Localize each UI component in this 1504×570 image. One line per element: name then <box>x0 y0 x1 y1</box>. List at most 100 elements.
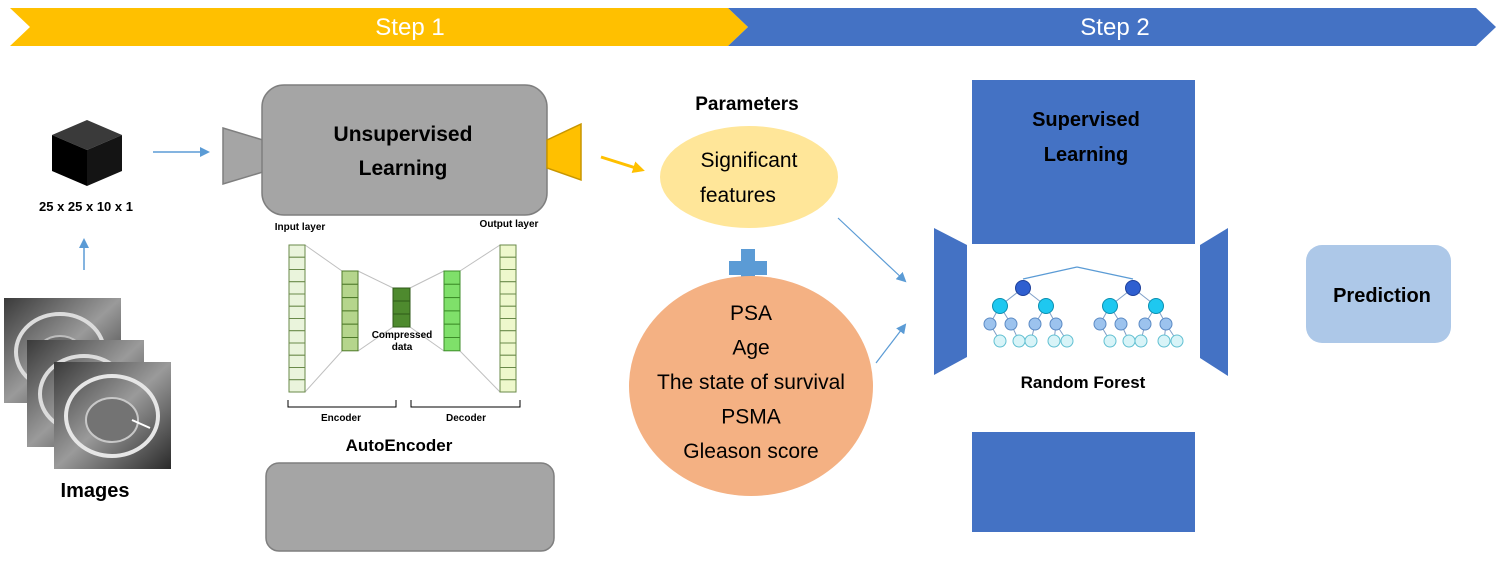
output-layer-node <box>499 244 517 258</box>
tree-node <box>1102 298 1118 314</box>
autoencoder-caption: AutoEncoder <box>346 436 453 455</box>
prediction-box <box>1306 245 1451 343</box>
output-layer-node <box>499 379 517 393</box>
step1-banner <box>10 8 748 46</box>
supervised-left-flap <box>934 228 967 375</box>
tree-node <box>993 334 1007 348</box>
tree-node <box>1125 280 1141 296</box>
camera-base <box>265 462 555 552</box>
tree-node <box>983 317 997 331</box>
input-layer-node <box>288 354 306 368</box>
encoder-layer-node <box>341 310 359 325</box>
input-layer-label: Input layer <box>275 222 326 233</box>
decoder-bracket <box>410 400 521 408</box>
tree-node <box>1024 334 1038 348</box>
decoder-layer-node <box>443 270 461 285</box>
camera-right-cone <box>546 122 582 182</box>
compressed-layer-node <box>392 287 411 302</box>
tree-node <box>1049 317 1063 331</box>
encoder-layer-node <box>341 337 359 352</box>
camera-body <box>261 84 548 216</box>
tree-node <box>992 298 1008 314</box>
output-layer-node <box>499 342 517 356</box>
output-layer-node <box>499 305 517 319</box>
arrow-autoencoder-to-features <box>600 155 645 173</box>
tree-node <box>1148 298 1164 314</box>
decoder-layer-node <box>443 297 461 312</box>
decoder-layer-node <box>443 283 461 299</box>
output-layer-node <box>499 256 517 270</box>
input-layer-node <box>288 367 306 381</box>
output-layer-node <box>499 281 517 295</box>
compressed-label-line1: Compressed <box>372 330 433 341</box>
encoder-layer-node <box>341 297 359 312</box>
input-layer-node <box>288 379 306 393</box>
clinical-parameter: Age <box>732 337 769 360</box>
arrow-clinical-to-supervised <box>875 323 907 364</box>
clinical-parameter: PSMA <box>721 406 781 429</box>
significant-features-line1: Significant <box>701 149 798 172</box>
autoencoder-network: Input layer Output layer Compressed data… <box>275 219 539 455</box>
random-forest-panel <box>972 244 1195 432</box>
output-layer-node <box>499 318 517 332</box>
supervised-right-flap <box>1200 228 1228 376</box>
supervised-title-line2: Learning <box>1044 144 1128 166</box>
significant-features-line2: features <box>700 184 776 207</box>
tree-node <box>1038 298 1054 314</box>
input-layer-node <box>288 244 306 258</box>
unsupervised-title-line2: Learning <box>359 157 448 180</box>
tree-node <box>1093 317 1107 331</box>
output-layer-node <box>499 293 517 307</box>
output-layer-node <box>499 269 517 283</box>
tree-node <box>1047 334 1061 348</box>
input-layer-nodes <box>288 244 306 393</box>
encoder-layer-nodes <box>341 270 359 352</box>
tree-node <box>1134 334 1148 348</box>
output-layer-node <box>499 354 517 368</box>
decoder-layer-nodes <box>443 270 461 352</box>
encoder-bracket <box>287 400 397 408</box>
mri-image-stack <box>4 298 171 469</box>
step2-banner <box>728 8 1496 46</box>
output-layer-label: Output layer <box>480 219 539 230</box>
mri-slice-icon <box>54 362 171 469</box>
output-layer-node <box>499 367 517 381</box>
cube-dimensions: 25 x 25 x 10 x 1 <box>39 199 133 214</box>
tree-node <box>1103 334 1117 348</box>
tree-node <box>1122 334 1136 348</box>
compressed-layer-node <box>392 300 411 315</box>
tree-node <box>1015 280 1031 296</box>
input-layer-node <box>288 318 306 332</box>
encoder-layer-node <box>341 270 359 285</box>
step2-label: Step 2 <box>1080 14 1149 41</box>
encoder-layer-node <box>341 283 359 299</box>
images-label: Images <box>61 480 130 502</box>
clinical-parameter: Gleason score <box>683 440 818 463</box>
encoder-label: Encoder <box>321 413 361 424</box>
arrow-features-to-supervised <box>837 217 907 283</box>
camera-left-cone <box>222 126 264 186</box>
clinical-parameters-ellipse <box>629 276 873 496</box>
input-layer-node <box>288 293 306 307</box>
input-layer-node <box>288 342 306 356</box>
unsupervised-title-line1: Unsupervised <box>334 123 473 146</box>
clinical-parameter: The state of survival <box>657 371 845 394</box>
clinical-parameter: PSA <box>730 302 772 325</box>
significant-features-ellipse <box>660 126 838 228</box>
tree-node <box>1060 334 1074 348</box>
random-forest-label: Random Forest <box>1021 373 1146 392</box>
tree-node <box>1159 317 1173 331</box>
autoencoder-block: Unsupervised Learning <box>222 84 582 552</box>
tree-node <box>1004 317 1018 331</box>
input-layer-node <box>288 281 306 295</box>
input-layer-node <box>288 305 306 319</box>
tree-node <box>1138 317 1152 331</box>
input-layer-node <box>288 330 306 344</box>
input-layer-node <box>288 269 306 283</box>
encoder-layer-node <box>341 323 359 339</box>
tree-node <box>1012 334 1026 348</box>
supervised-block: Supervised Learning Random Forest <box>934 80 1228 532</box>
tree-node <box>1170 334 1184 348</box>
